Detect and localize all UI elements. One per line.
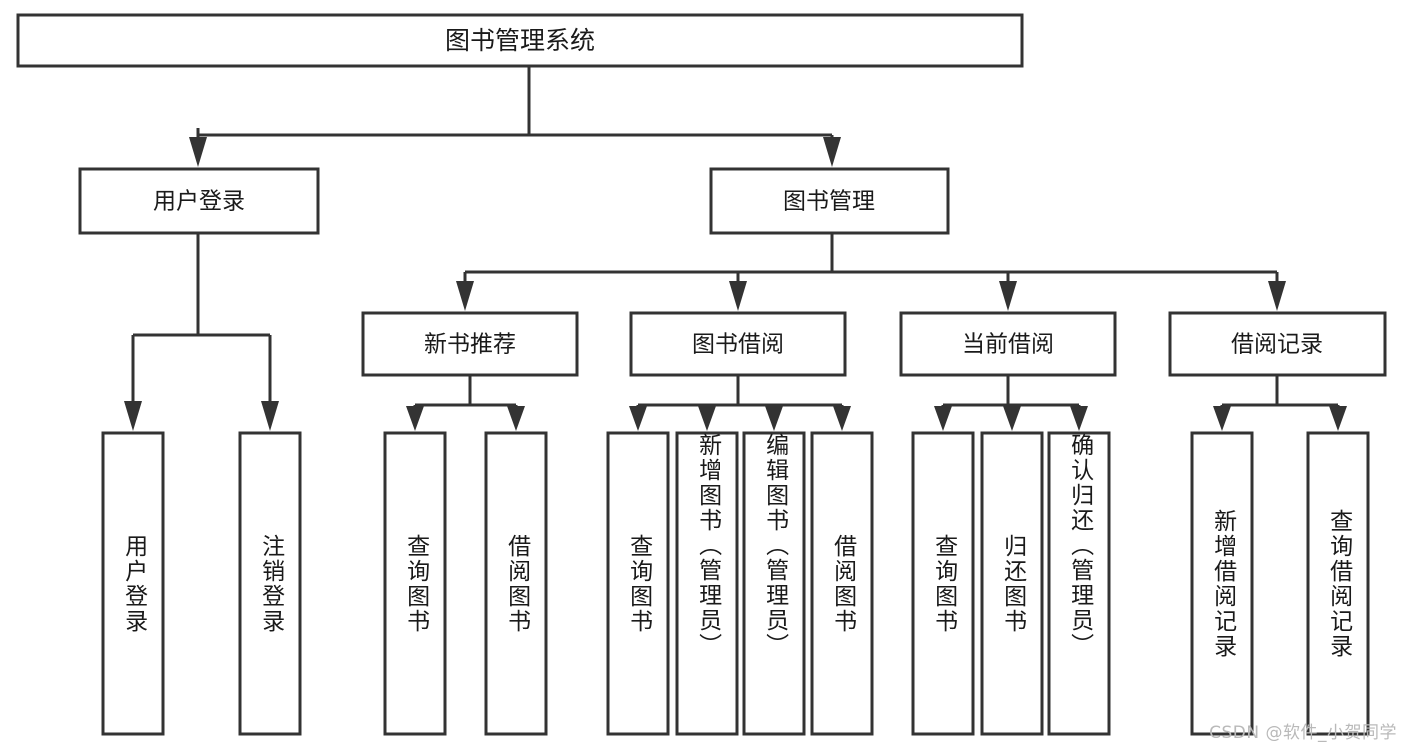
arrow-head-leaf-query-book-3 [934, 406, 952, 431]
node-layer: 图书管理系统 用户登录 图书管理 新书推荐 图书借阅 当前借阅 借阅记录 [16, 13, 1387, 736]
node-root-label: 图书管理系统 [445, 26, 595, 55]
leaf-box-query-record[interactable] [1306, 431, 1370, 736]
leaf-box-query-book-2[interactable] [606, 431, 670, 736]
arrow-head-leaf-query-book-2 [629, 406, 647, 431]
watermark: CSDN @软件_小贺同学 [1209, 723, 1397, 743]
node-current-borrow-label: 当前借阅 [962, 332, 1054, 358]
arrow-head-leaf-edit-book [765, 406, 783, 431]
arrow-head-user-login [189, 137, 207, 167]
leaf-box-borrow-book-1[interactable] [484, 431, 548, 736]
leaf-box-add-record[interactable] [1190, 431, 1254, 736]
arrow-head-leaf-return-book [1003, 406, 1021, 431]
arrow-head-leaf-borrow-book-2 [833, 406, 851, 431]
arrow-head-new-book-rec [456, 281, 474, 311]
leaf-box-query-book-1[interactable] [383, 431, 447, 736]
leaf-box-query-book-3[interactable] [911, 431, 975, 736]
arrow-head-leaf-borrow-book-1 [507, 406, 525, 431]
arrow-head-current-borrow [999, 281, 1017, 311]
leaf-box-borrow-book-2[interactable] [810, 431, 874, 736]
node-current-borrow-box[interactable] [899, 311, 1117, 377]
node-book-management[interactable]: 图书管理 [709, 167, 950, 235]
node-borrow-record-label: 借阅记录 [1231, 332, 1323, 358]
node-root[interactable]: 图书管理系统 [16, 13, 1024, 68]
node-book-borrow-box[interactable] [629, 311, 847, 377]
node-user-login[interactable]: 用户登录 [78, 167, 320, 235]
arrow-head-borrow-record [1268, 281, 1286, 311]
arrow-head-book-borrow [729, 281, 747, 311]
node-user-login-box[interactable] [78, 167, 320, 235]
arrow-head-leaf-add-book [698, 406, 716, 431]
node-borrow-record-box[interactable] [1168, 311, 1387, 377]
arrow-head-book-mgmt [823, 137, 841, 167]
leaf-box-return-book[interactable] [980, 431, 1044, 736]
leaf-box-add-book[interactable] [675, 431, 739, 736]
leaf-box-user-login[interactable] [101, 431, 165, 736]
arrow-head-leaf-add-record [1213, 406, 1231, 431]
node-book-borrow-label: 图书借阅 [692, 332, 784, 358]
node-user-login-label: 用户登录 [153, 189, 245, 215]
arrow-head-leaf-query-book-1 [406, 406, 424, 431]
arrow-head-leaf-query-record [1329, 406, 1347, 431]
node-new-book-recommend-label: 新书推荐 [424, 332, 516, 358]
node-book-management-box[interactable] [709, 167, 950, 235]
node-root-box[interactable] [16, 13, 1024, 68]
arrow-head-leaf-user-login [124, 401, 142, 431]
node-borrow-record[interactable]: 借阅记录 [1168, 311, 1387, 377]
arrow-head-leaf-confirm-return [1070, 406, 1088, 431]
leaf-box-edit-book[interactable] [742, 431, 806, 736]
leaf-box-confirm-return[interactable] [1047, 431, 1111, 736]
leaf-box-logout[interactable] [238, 431, 302, 736]
connector-layer [124, 66, 1347, 431]
node-book-management-label: 图书管理 [783, 189, 875, 215]
node-book-borrow[interactable]: 图书借阅 [629, 311, 847, 377]
arrow-head-leaf-logout [261, 401, 279, 431]
node-current-borrow[interactable]: 当前借阅 [899, 311, 1117, 377]
node-new-book-recommend[interactable]: 新书推荐 [361, 311, 579, 377]
node-new-book-recommend-box[interactable] [361, 311, 579, 377]
